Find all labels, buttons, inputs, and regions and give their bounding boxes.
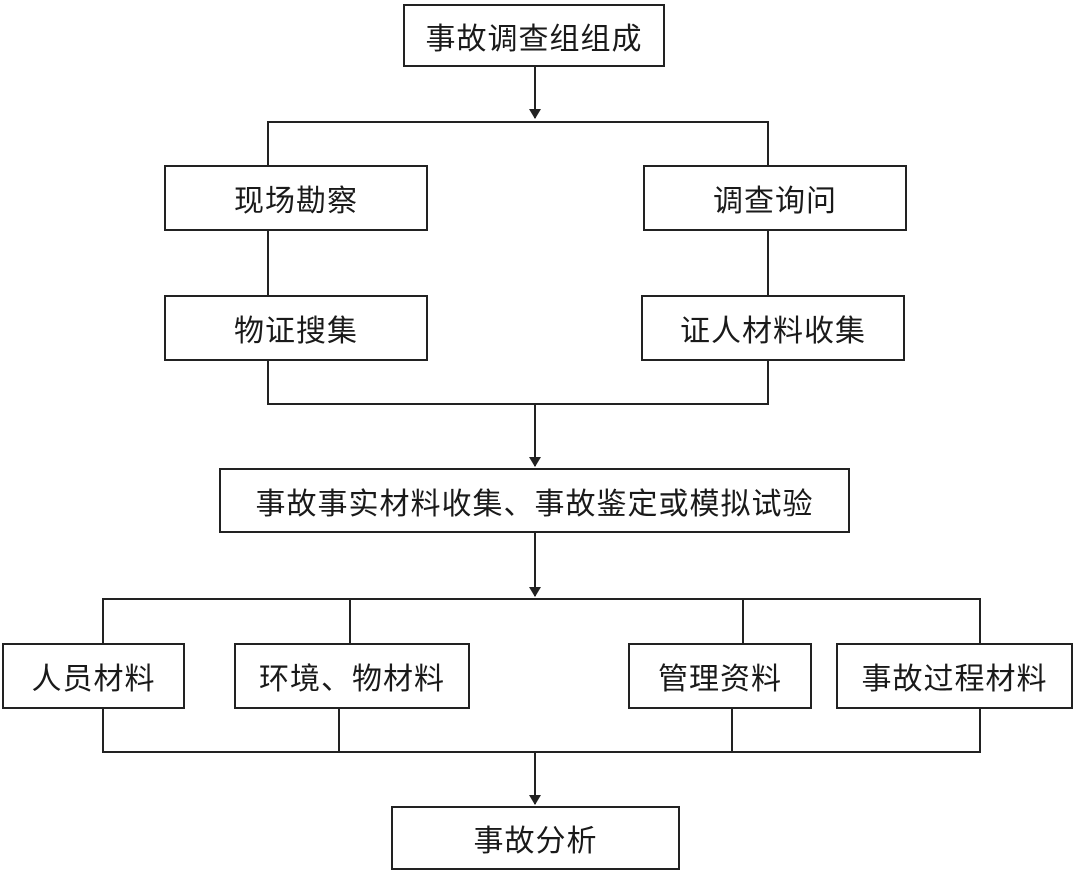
upper-branch-bar (267, 121, 769, 165)
upper-merge-bar (267, 361, 769, 405)
node-environment-materials: 环境、物材料 (234, 643, 470, 709)
node-analysis: 事故分析 (391, 806, 680, 870)
node-physical-evidence: 物证搜集 (164, 295, 428, 361)
node-process-materials: 事故过程材料 (836, 643, 1073, 709)
lower-merge-bar (102, 709, 981, 753)
node-management-materials: 管理资料 (628, 643, 812, 709)
node-site-survey: 现场勘察 (164, 165, 428, 231)
lower-branch-bar (102, 598, 981, 643)
node-inquiry: 调查询问 (643, 165, 907, 231)
node-witness-materials: 证人材料收集 (641, 295, 905, 361)
node-personnel-materials: 人员材料 (2, 643, 185, 709)
node-facts-collection: 事故事实材料收集、事故鉴定或模拟试验 (219, 468, 850, 533)
node-team-formation: 事故调查组组成 (403, 4, 665, 67)
